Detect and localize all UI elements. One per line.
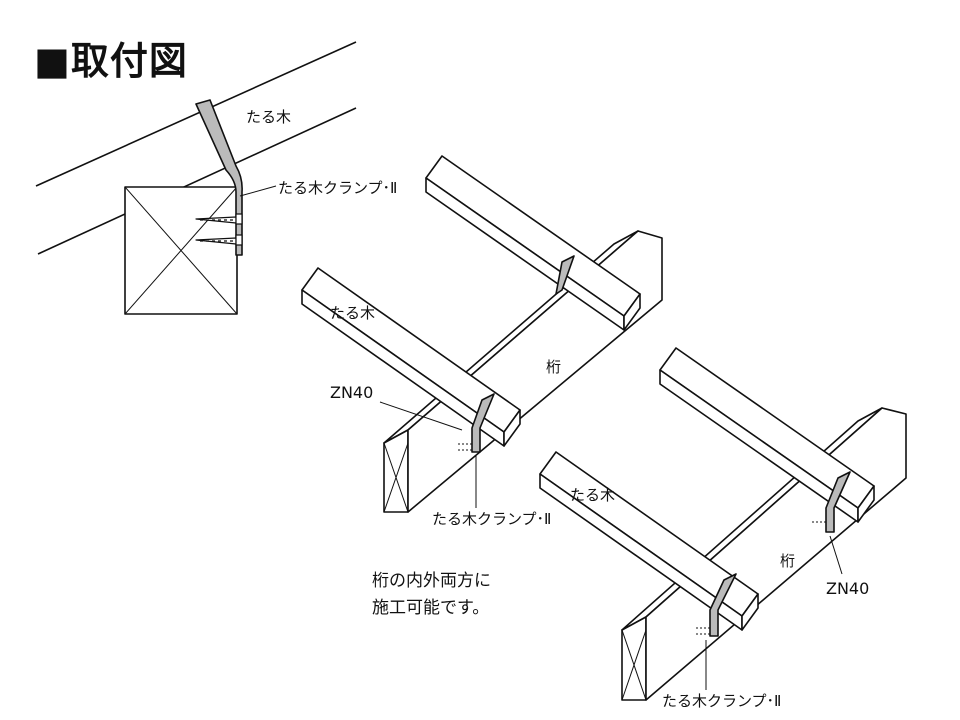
clamp-2-front bbox=[696, 573, 737, 637]
nail-1-label: ZN40 bbox=[330, 383, 373, 402]
clamp-2-label: たる木クランプ･Ⅱ bbox=[662, 692, 781, 710]
note-line-1: 桁の内外両方に bbox=[372, 571, 491, 591]
rafter-2-front bbox=[539, 451, 759, 631]
nail-2-leader bbox=[829, 535, 843, 575]
clamp-1-back bbox=[555, 255, 575, 295]
side-rafter-label: たる木 bbox=[246, 108, 291, 126]
beam-2-label: 桁 bbox=[780, 552, 795, 570]
rafter-2-back bbox=[659, 347, 875, 523]
note-line-2: 施工可能です。 bbox=[372, 598, 490, 618]
clamp-1-label: たる木クランプ･Ⅱ bbox=[432, 510, 551, 528]
side-rafter-top-edge bbox=[35, 41, 357, 187]
rafter-1-label: たる木 bbox=[330, 304, 375, 322]
nail-1-leader bbox=[379, 401, 463, 431]
clamp-2-back bbox=[812, 471, 851, 533]
installation-note: 桁の内外両方に 施工可能です。 bbox=[372, 568, 491, 622]
beam-1-label: 桁 bbox=[546, 358, 561, 376]
side-clamp-leader bbox=[239, 185, 277, 197]
side-beam-section bbox=[124, 186, 238, 315]
assembly-2 bbox=[539, 347, 907, 701]
side-view bbox=[35, 41, 357, 315]
page-title: ■取付図 bbox=[34, 39, 188, 83]
nail-2-label: ZN40 bbox=[826, 579, 869, 598]
rafter-1-front bbox=[301, 267, 521, 447]
side-nails bbox=[195, 213, 243, 246]
side-rafter-bottom-edge bbox=[37, 107, 357, 255]
side-clamp-label: たる木クランプ･Ⅱ bbox=[278, 179, 397, 197]
rafter-2-label: たる木 bbox=[570, 486, 615, 504]
rafter-1-back bbox=[425, 155, 641, 331]
clamp-1-front bbox=[458, 393, 495, 453]
assembly-1 bbox=[301, 155, 663, 513]
